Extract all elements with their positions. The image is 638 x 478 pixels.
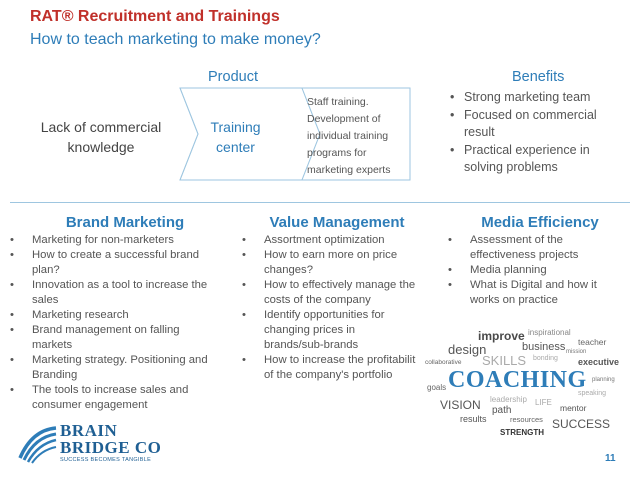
cloud-word: inspirational bbox=[528, 328, 571, 337]
cloud-word: VISION bbox=[440, 398, 481, 412]
column-title-media-efficiency: Media Efficiency bbox=[481, 214, 599, 231]
cloud-word: improve bbox=[478, 329, 525, 343]
coaching-word-cloud: improve inspirational teacher design bus… bbox=[420, 325, 625, 445]
step3-line2: Development of bbox=[307, 113, 381, 125]
cloud-word: business bbox=[522, 341, 566, 353]
logo-line1: BRAIN bbox=[60, 421, 118, 440]
list-item: Marketing for non-marketers bbox=[8, 233, 238, 248]
cloud-word: goals bbox=[427, 383, 447, 392]
cloud-word: SKILLS bbox=[482, 353, 527, 368]
chevron-step-3 bbox=[301, 87, 411, 181]
cloud-word: design bbox=[448, 342, 487, 357]
step1-text: Lack of commercial knowledge bbox=[26, 117, 176, 157]
cloud-word: STRENGTH bbox=[500, 428, 544, 437]
slide-subtitle: How to teach marketing to make money? bbox=[30, 31, 321, 48]
step2-line2: center bbox=[216, 139, 255, 155]
company-logo: BRAIN BRIDGE CO SUCCESS BECOMES TANGIBLE bbox=[18, 421, 178, 470]
section-divider bbox=[10, 202, 630, 203]
column-title-brand-marketing: Brand Marketing bbox=[65, 214, 185, 231]
list-item: Innovation as a tool to increase thesale… bbox=[8, 278, 238, 308]
cloud-word: resources bbox=[510, 415, 543, 424]
cloud-word: leadership bbox=[490, 395, 527, 404]
cloud-word: bonding bbox=[533, 355, 558, 362]
cloud-word: mission bbox=[566, 349, 587, 355]
logo-line2: BRIDGE CO bbox=[60, 438, 162, 457]
cloud-word: speaking bbox=[578, 390, 607, 397]
value-management-list: Assortment optimization How to earn more… bbox=[240, 233, 440, 383]
step2-line1: Training bbox=[210, 119, 261, 135]
list-item: Media planning bbox=[446, 263, 631, 278]
benefits-list: Strong marketing team Focused on commerc… bbox=[450, 89, 630, 177]
list-item: Marketing research bbox=[8, 308, 238, 323]
cloud-word: collaborative bbox=[425, 359, 462, 366]
list-item: Assortment optimization bbox=[240, 233, 440, 248]
page-number: 11 bbox=[605, 453, 616, 464]
step3-line5: marketing experts bbox=[307, 164, 391, 176]
cloud-word: planning bbox=[592, 377, 615, 383]
step1-line2: knowledge bbox=[67, 139, 135, 155]
cloud-word: path bbox=[492, 405, 512, 416]
logo-tagline: SUCCESS BECOMES TANGIBLE bbox=[60, 457, 152, 463]
cloud-word: mentor bbox=[560, 403, 587, 413]
slide-title: RAT® Recruitment and Trainings bbox=[30, 8, 280, 25]
benefits-label: Benefits bbox=[512, 69, 565, 85]
step1-line1: Lack of commercial bbox=[40, 119, 162, 135]
step3-line3: individual training bbox=[307, 130, 389, 142]
step3-line4: programs for bbox=[307, 147, 367, 159]
step2-text: Training center bbox=[188, 117, 283, 157]
cloud-word: LIFE bbox=[535, 398, 552, 407]
cloud-word: SUCCESS bbox=[552, 417, 611, 431]
step3-text: Staff training. Development of individua… bbox=[307, 94, 413, 179]
cloud-word-coaching: COACHING bbox=[448, 367, 587, 393]
list-item: Marketing strategy. Positioning andBrand… bbox=[8, 353, 238, 383]
cloud-word: teacher bbox=[578, 337, 607, 347]
column-title-value-management: Value Management bbox=[269, 214, 405, 231]
list-item: The tools to increase sales andconsumer … bbox=[8, 383, 238, 413]
benefit-item: Strong marketing team bbox=[450, 89, 630, 107]
product-label: Product bbox=[208, 69, 258, 85]
brand-marketing-list: Marketing for non-marketers How to creat… bbox=[8, 233, 238, 413]
bridge-logo-icon bbox=[18, 426, 57, 464]
process-chevrons bbox=[20, 87, 411, 181]
cloud-word: executive bbox=[578, 357, 620, 367]
chevron-step-1 bbox=[20, 88, 198, 180]
cloud-word: results bbox=[460, 414, 487, 424]
step3-line1: Staff training. bbox=[307, 96, 369, 108]
